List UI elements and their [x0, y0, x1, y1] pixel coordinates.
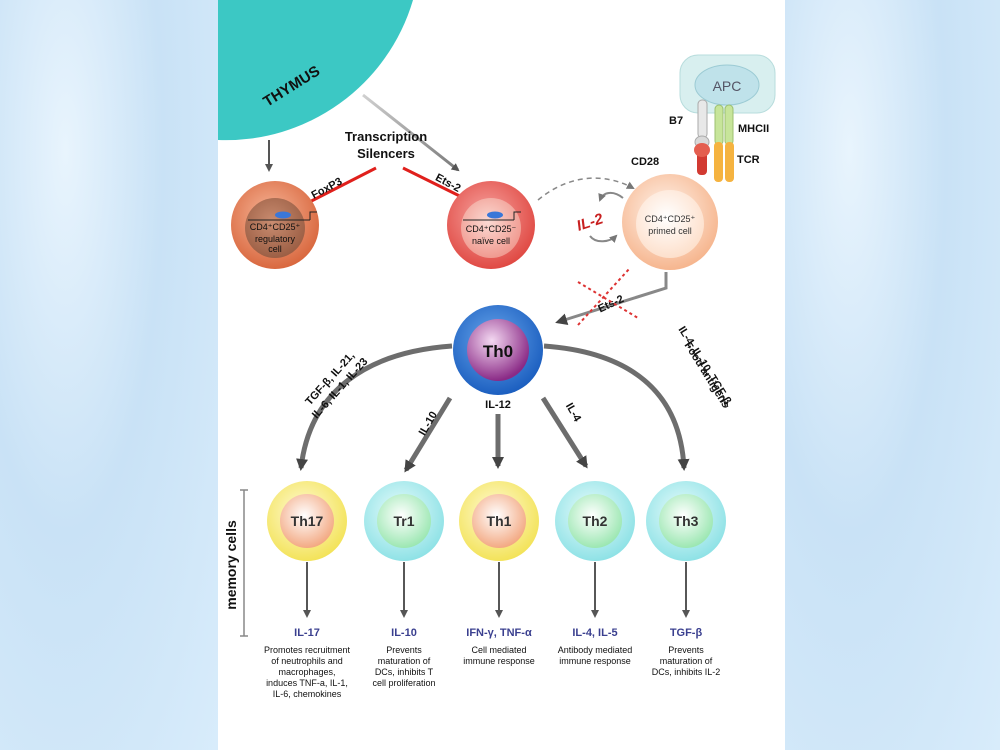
naive-cell-marker: CD4⁺CD25⁻	[466, 224, 517, 234]
arrow-th0-th2	[540, 396, 589, 469]
tr1-label: Tr1	[393, 513, 414, 529]
regulatory-cell-label: regulatory	[255, 234, 296, 244]
th3-desc-3: DCs, inhibits IL-2	[652, 667, 721, 677]
th2-cell: Th2	[555, 481, 635, 561]
diagram-slide: THYMUS Transcription Silencers FoxP3 Ets…	[218, 0, 785, 750]
th17-label: Th17	[291, 513, 324, 529]
mhcii-tcr-receptor	[714, 104, 734, 182]
il4-arrow-label: IL-4	[563, 401, 584, 425]
tr1-desc-3: DCs, inhibits T	[375, 667, 434, 677]
th17-desc-3: macrophages,	[278, 667, 335, 677]
tr1-desc-1: Prevents	[386, 645, 422, 655]
background-left	[0, 0, 218, 750]
th0-label: Th0	[483, 342, 513, 361]
tr1-desc-4: cell proliferation	[372, 678, 435, 688]
transcription-label: Transcription	[345, 129, 427, 144]
il2-label: IL-2	[575, 210, 606, 235]
th0-cell: Th0	[453, 305, 543, 395]
th2-product: IL-4, IL-5	[572, 627, 617, 639]
naive-cell: CD4⁺CD25⁻ naïve cell	[447, 181, 535, 269]
th1-desc-2: immune response	[463, 656, 535, 666]
th1-product: IFN-γ, TNF-α	[466, 627, 532, 639]
foxp3-label: FoxP3	[310, 176, 345, 202]
descriptions: Promotes recruitment of neutrophils and …	[264, 645, 720, 699]
memory-bracket	[240, 489, 248, 637]
th17-product: IL-17	[294, 627, 320, 639]
th3-desc-2: maturation of	[660, 656, 713, 666]
primed-cell-label: primed cell	[648, 226, 692, 236]
block-cross-2	[577, 267, 631, 326]
diagram-canvas: THYMUS Transcription Silencers FoxP3 Ets…	[218, 0, 776, 699]
arrow-primed-th0	[555, 272, 668, 326]
regulatory-cell-label2: cell	[268, 244, 282, 254]
il12-label: IL-12	[485, 399, 511, 411]
regulatory-cell: CD4⁺CD25⁺ regulatory cell	[231, 181, 319, 269]
th17-desc-4: induces TNF-a, IL-1,	[266, 678, 348, 688]
silencers-label: Silencers	[357, 146, 415, 161]
il2-loop-top	[598, 192, 624, 202]
th17-desc-1: Promotes recruitment	[264, 645, 351, 655]
th3-desc-1: Prevents	[668, 645, 704, 655]
gene-marker	[487, 211, 503, 219]
th3-label: Th3	[674, 513, 699, 529]
background-right	[785, 0, 1000, 750]
th1-desc-1: Cell mediated	[471, 645, 526, 655]
tr1-cell: Tr1	[364, 481, 444, 561]
th3-product: TGF-β	[670, 627, 703, 639]
arrow-th0-tr1	[403, 396, 453, 473]
right-cytokines-line2: Food antigens	[682, 340, 732, 410]
arrow-thymus-naive	[362, 93, 460, 172]
th3-cell: Th3	[646, 481, 726, 561]
primed-cell-marker: CD4⁺CD25⁺	[645, 214, 696, 224]
primed-cell: CD4⁺CD25⁺ primed cell	[622, 174, 718, 270]
cd28-label: CD28	[631, 156, 659, 168]
thymus-shape	[218, 0, 413, 141]
regulatory-cell-marker: CD4⁺CD25⁺	[250, 222, 301, 232]
th1-label: Th1	[487, 513, 512, 529]
apc-label: APC	[713, 78, 742, 94]
promoter-line	[248, 211, 317, 221]
gene-marker	[275, 211, 291, 219]
il2-loop-bottom	[589, 234, 618, 244]
b7-cd28-receptor	[694, 99, 710, 175]
th17-desc-2: of neutrophils and	[271, 656, 343, 666]
th2-label: Th2	[583, 513, 608, 529]
mhcii-label: MHCII	[738, 123, 769, 135]
tr1-desc-2: maturation of	[378, 656, 431, 666]
tr1-product: IL-10	[391, 627, 417, 639]
memory-cells-label: memory cells	[223, 520, 239, 610]
arrow-th0-th17	[296, 343, 453, 471]
naive-cell-label: naïve cell	[472, 236, 510, 246]
th17-cell: Th17	[267, 481, 347, 561]
promoter-line	[463, 211, 521, 221]
th2-desc-2: immune response	[559, 656, 631, 666]
tcr-label: TCR	[737, 154, 760, 166]
th1-cell: Th1	[459, 481, 539, 561]
arrow-naive-primed	[537, 177, 635, 201]
arrow-th0-th3	[543, 343, 690, 471]
th17-desc-5: IL-6, chemokines	[273, 689, 342, 699]
th2-desc-1: Antibody mediated	[558, 645, 633, 655]
b7-label: B7	[669, 115, 683, 127]
